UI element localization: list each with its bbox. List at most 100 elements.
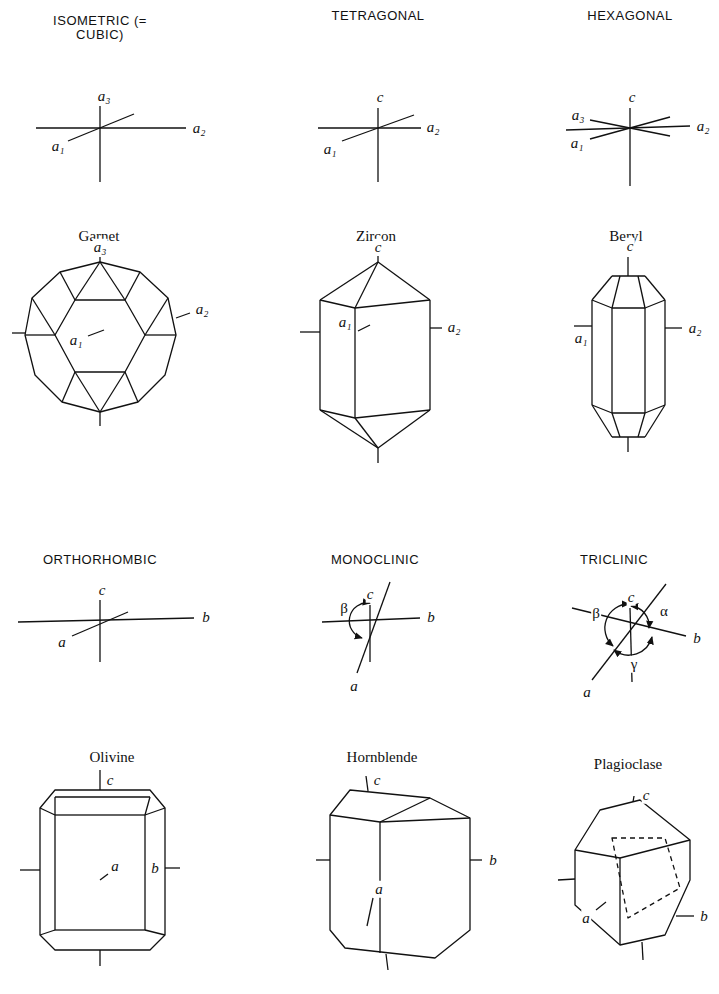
axis-cross [322, 618, 420, 622]
axis-label: a [349, 678, 359, 695]
axis-cross [318, 127, 421, 128]
garnet-crystal [12, 332, 25, 333]
axis-label: c [374, 239, 383, 256]
beryl-crystal [665, 327, 682, 328]
garnet-crystal [100, 262, 125, 300]
garnet-crystal [32, 298, 55, 335]
angle-label: α [659, 603, 669, 620]
zircon-crystal [358, 325, 370, 331]
axis-label: b [699, 908, 709, 925]
olivine-crystal [99, 950, 100, 966]
axis-label: b [201, 609, 211, 626]
axis-label: a₁ [570, 135, 585, 152]
axis-label: c [626, 238, 635, 255]
zircon-crystal [430, 327, 442, 328]
zircon-crystal [355, 262, 378, 308]
axis-label: c [627, 589, 636, 606]
axis-cross [36, 106, 186, 182]
zircon-crystal [354, 308, 355, 418]
axis-label: c [376, 89, 385, 106]
plagioclase-crystal [558, 879, 575, 880]
beryl-crystal [638, 413, 645, 437]
zircon-crystal [378, 262, 430, 300]
beryl-crystal [574, 325, 592, 326]
beryl-crystal [591, 300, 592, 405]
axis-cross [605, 604, 629, 646]
axis-label: c [106, 772, 115, 789]
hornblende-crystal [470, 859, 482, 860]
axis-cross [572, 584, 686, 682]
angle-label: β [339, 600, 349, 617]
system-name: HEXAGONAL [585, 9, 674, 23]
hornblende-crystal [316, 859, 330, 860]
axis-label: a₂ [426, 119, 441, 136]
system-name: ORTHORHOMBIC [41, 553, 159, 567]
zircon-crystal [320, 410, 430, 418]
plagioclase-crystal [676, 915, 694, 916]
garnet-crystal [55, 300, 145, 372]
system-name: ISOMETRIC (= CUBIC) [50, 14, 150, 43]
garnet-crystal [25, 262, 176, 412]
axis-label: a [110, 858, 120, 875]
olivine-crystal [40, 790, 165, 950]
axis-cross [342, 115, 414, 141]
beryl-crystal [592, 276, 612, 300]
axis-label: b [426, 609, 436, 626]
beryl-crystal [627, 437, 628, 452]
beryl-crystal [611, 308, 612, 413]
axis-cross [68, 114, 134, 141]
beryl-crystal [664, 300, 665, 405]
axis-label: a₁ [323, 141, 338, 158]
olivine-crystal [100, 874, 108, 880]
angle-label: γ [630, 656, 639, 673]
axis-cross [99, 106, 100, 182]
hornblende-crystal [366, 776, 368, 791]
garnet-crystal [145, 298, 168, 335]
hornblende-crystal [380, 818, 470, 822]
garnet-crystal [75, 262, 100, 300]
axis-label: a [581, 910, 591, 927]
zircon-crystal [377, 256, 378, 262]
zircon-crystal [377, 448, 378, 463]
axis-label: a₂ [447, 319, 462, 336]
angle-label: β [591, 605, 601, 622]
plagioclase-crystal [575, 800, 690, 945]
garnet-crystal [12, 257, 190, 426]
axis-label: a₁ [574, 330, 589, 347]
axis-cross [614, 637, 652, 655]
axis-label: a₁ [338, 314, 353, 331]
zircon-crystal [320, 410, 378, 448]
olivine-crystal [145, 808, 165, 815]
axis-label: a₁ [51, 138, 66, 155]
plagioclase-crystal [620, 840, 690, 858]
axis-cross [99, 600, 100, 662]
axis-label: c [642, 787, 651, 804]
zircon-crystal [319, 300, 320, 410]
axis-cross [357, 582, 390, 673]
system-name: MONOCLINIC [329, 553, 421, 567]
plagioclase-crystal [619, 858, 620, 945]
axis-label: b [150, 860, 160, 877]
beryl-crystal [592, 300, 665, 308]
axis-cross [36, 127, 186, 128]
garnet-crystal [88, 330, 104, 336]
axis-label: a₂ [696, 118, 711, 135]
garnet-crystal [145, 334, 176, 335]
garnet-crystal [99, 257, 100, 262]
axis-cross [349, 603, 370, 638]
beryl-crystal [612, 276, 620, 308]
olivine-crystal [55, 796, 150, 797]
system-name: TRICLINIC [578, 553, 650, 567]
olivine-crystal [40, 808, 55, 815]
axis-cross [590, 117, 670, 139]
axis-label: b [488, 852, 498, 869]
beryl-crystal [592, 405, 612, 437]
axis-label: a₂ [688, 320, 703, 337]
olivine-crystal [55, 815, 145, 930]
beryl-crystal [638, 276, 645, 308]
axis-label: a₂ [192, 120, 207, 137]
mineral-name: Plagioclase [592, 756, 664, 773]
axis-label: a [57, 634, 67, 651]
plagioclase-crystal [558, 796, 694, 960]
axis-label: a [582, 684, 592, 701]
